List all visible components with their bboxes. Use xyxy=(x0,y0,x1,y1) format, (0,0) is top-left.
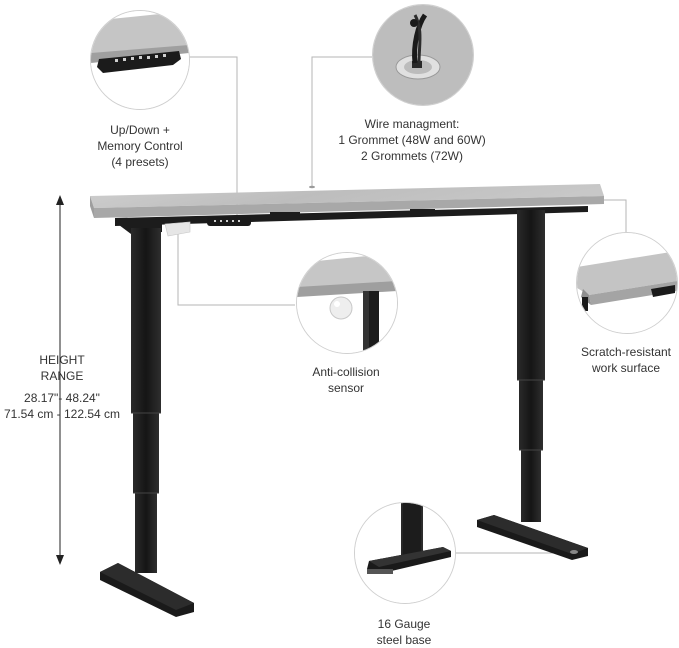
control-panel-closeup xyxy=(90,10,190,110)
keypad-closeup-icon xyxy=(97,51,181,73)
height-caption-line: HEIGHT xyxy=(39,353,85,367)
control-caption-line: Up/Down + xyxy=(110,123,170,137)
sensor-small xyxy=(164,221,191,237)
sensor-closeup xyxy=(296,252,398,354)
wire-caption-line: 1 Grommet (48W and 60W) xyxy=(338,133,486,147)
surface-caption-line: work surface xyxy=(591,361,661,375)
left-leg xyxy=(100,220,194,617)
base-caption-line: 16 Gauge xyxy=(377,617,431,631)
sensor-caption-line: Anti-collision xyxy=(312,365,380,379)
sensor-bubble-icon xyxy=(329,296,353,320)
leader-lines xyxy=(170,56,627,554)
height-caption-line: 28.17"- 48.24" xyxy=(24,391,100,405)
control-caption-line: Memory Control xyxy=(97,139,183,153)
control-caption-line: (4 presets) xyxy=(111,155,169,169)
wire-caption-line: Wire managment: xyxy=(364,117,460,131)
surface-caption-line: Scratch-resistant xyxy=(580,345,672,359)
work-surface-closeup xyxy=(576,232,678,334)
right-leg xyxy=(477,210,588,560)
height-caption-line: RANGE xyxy=(40,369,84,383)
control-caption: Up/Down + Memory Control (4 presets) xyxy=(78,122,202,170)
base-caption: 16 Gauge steel base xyxy=(354,616,454,648)
desktop-surface xyxy=(90,184,604,218)
grommet-closeup xyxy=(372,4,474,106)
surface-caption: Scratch-resistant work surface xyxy=(568,344,679,376)
sensor-caption-line: sensor xyxy=(327,381,365,395)
keypad-under-desk xyxy=(207,217,251,226)
base-caption-line: steel base xyxy=(376,633,432,647)
steel-base-closeup xyxy=(354,502,456,604)
sensor-caption: Anti-collision sensor xyxy=(296,364,396,396)
height-range-arrow xyxy=(56,195,64,565)
wire-caption-line: 2 Grommets (72W) xyxy=(360,149,463,163)
wire-management-caption: Wire managment: 1 Grommet (48W and 60W) … xyxy=(336,116,488,164)
height-caption-line: 71.54 cm - 122.54 cm xyxy=(3,407,121,421)
height-range-caption: HEIGHT RANGE 28.17"- 48.24" 71.54 cm - 1… xyxy=(2,352,122,422)
